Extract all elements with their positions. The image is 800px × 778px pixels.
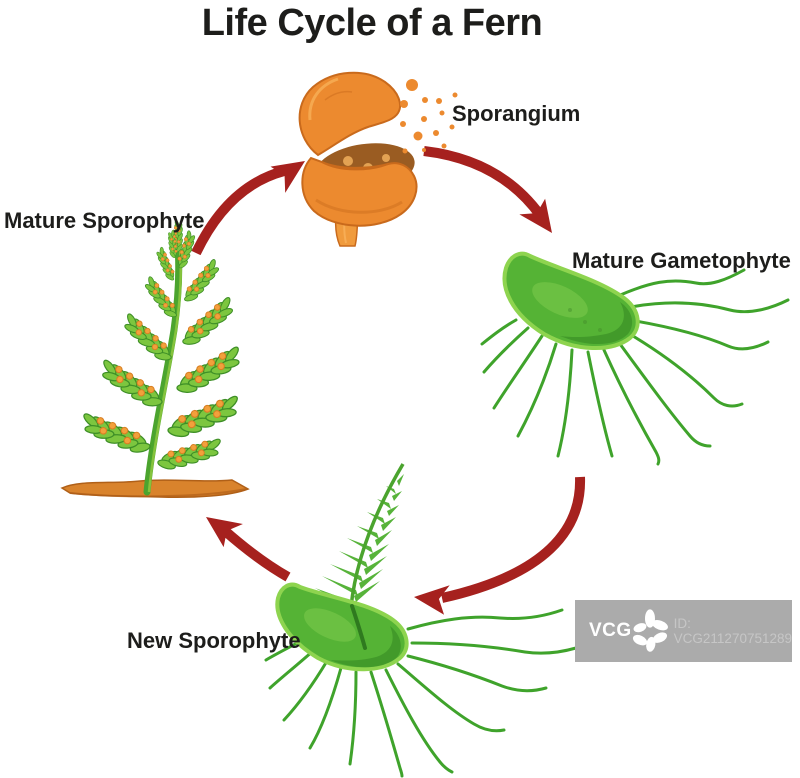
label-new-sporophyte: New Sporophyte xyxy=(127,628,301,653)
cycle-arrow-sporangium-to-gametophyte xyxy=(423,146,552,233)
label-mature-sporophyte: Mature Sporophyte xyxy=(4,208,205,233)
mature-gametophyte-illustration xyxy=(480,251,790,466)
mature-sporophyte-illustration xyxy=(60,218,251,498)
label-sporangium: Sporangium xyxy=(452,101,581,126)
watermark: VCG ID: VCG211270751289 xyxy=(575,600,792,662)
vcg-flower-icon xyxy=(632,609,668,652)
cycle-arrow-new-sporophyte-to-sporophyte xyxy=(206,517,291,582)
new-sporophyte-illustration xyxy=(264,463,578,778)
cycle-arrow-gametophyte-to-new-sporophyte xyxy=(414,476,586,615)
young-fern-frond xyxy=(315,463,405,608)
cycle-arrow-sporophyte-to-sporangium xyxy=(191,161,305,256)
sporangium-illustration xyxy=(298,71,458,247)
spores xyxy=(400,79,458,154)
label-mature-gametophyte: Mature Gametophyte xyxy=(572,248,791,273)
diagram-title: Life Cycle of a Fern xyxy=(201,2,543,44)
watermark-id: ID: VCG211270751289 xyxy=(673,616,793,646)
watermark-brand: VCG xyxy=(589,620,632,641)
